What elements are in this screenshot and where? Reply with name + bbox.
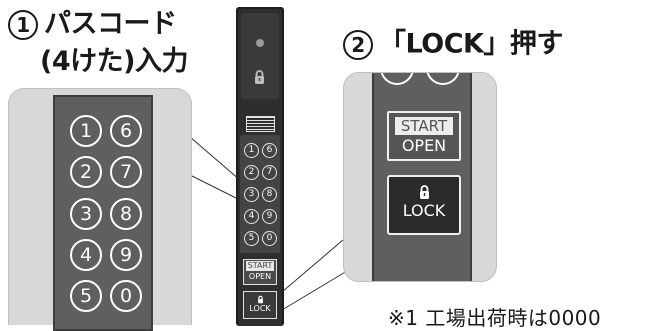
start-open-button[interactable]: START OPEN	[387, 111, 461, 161]
step1-subtitle: (4けた)入力	[40, 46, 188, 77]
keypad-key-9[interactable]: 9	[110, 239, 142, 271]
partial-key-right	[426, 73, 460, 85]
callout-line-left-top	[189, 136, 241, 181]
speaker-grille	[246, 116, 275, 132]
device-start-label: START	[246, 261, 274, 271]
padlock-icon	[255, 70, 264, 84]
keypad-key-1[interactable]: 1	[70, 115, 102, 147]
device-key-9[interactable]: 9	[262, 209, 277, 224]
lock-label: LOCK	[402, 201, 446, 220]
device-key-7[interactable]: 7	[262, 165, 277, 180]
device-lock-padlock-icon	[257, 295, 263, 304]
device-key-5[interactable]: 5	[244, 231, 259, 246]
device-keypad: 1 6 2 7 3 8 4 9 5 0	[240, 135, 280, 253]
start-label: START	[395, 117, 453, 135]
device-key-6[interactable]: 6	[262, 143, 277, 158]
device-key-1[interactable]: 1	[244, 143, 259, 158]
device-key-8[interactable]: 8	[262, 187, 277, 202]
device-key-4[interactable]: 4	[244, 209, 259, 224]
keypad-key-5[interactable]: 5	[70, 280, 102, 312]
callout-line-right-bottom	[281, 267, 353, 311]
device-lock-button[interactable]: LOCK	[243, 291, 277, 319]
step1-label: パスコード	[44, 8, 177, 40]
keypad-key-7[interactable]: 7	[110, 156, 142, 188]
keypad-key-3[interactable]: 3	[70, 198, 102, 230]
step1-number: 1	[8, 10, 38, 40]
keypad-zoom-panel: 1 6 2 7 3 8 4 9 5 0	[8, 88, 192, 331]
step2-number: 2	[343, 30, 373, 60]
callout-lines	[189, 136, 353, 311]
callout-line-left-bottom	[189, 174, 241, 201]
keypad-key-8[interactable]: 8	[110, 198, 142, 230]
device-key-3[interactable]: 3	[244, 187, 259, 202]
device-key-0[interactable]: 0	[262, 231, 277, 246]
keypad-key-6[interactable]: 6	[110, 115, 142, 147]
indicator-dot	[256, 39, 264, 47]
step2-title: 2「LOCK」押す	[343, 30, 563, 60]
lock-button[interactable]: LOCK	[387, 175, 461, 235]
factory-default-note: ※1 工場出荷時は0000	[388, 306, 602, 330]
device-lock-label: LOCK	[249, 304, 271, 313]
keypad-face: 1 6 2 7 3 8 4 9 5 0	[53, 95, 153, 331]
keypad-key-0[interactable]: 0	[110, 280, 142, 312]
open-label: OPEN	[401, 136, 447, 155]
device-start-open-button[interactable]: START OPEN	[243, 259, 277, 285]
keypad-key-2[interactable]: 2	[70, 156, 102, 188]
device-key-2[interactable]: 2	[244, 165, 259, 180]
device-open-label: OPEN	[248, 272, 272, 281]
step2-label: 「LOCK」押す	[379, 28, 563, 60]
device-top-window	[241, 13, 279, 99]
lock-device: 1 6 2 7 3 8 4 9 5 0 START OPEN LOCK	[236, 7, 284, 326]
keypad-key-4[interactable]: 4	[70, 239, 102, 271]
lock-zoom-panel: START OPEN LOCK	[343, 72, 497, 282]
lock-button-padlock-icon	[419, 185, 429, 199]
lock-zoom-face: START OPEN LOCK	[372, 73, 472, 281]
callout-line-right-top	[281, 239, 344, 293]
partial-key-left	[380, 73, 414, 85]
